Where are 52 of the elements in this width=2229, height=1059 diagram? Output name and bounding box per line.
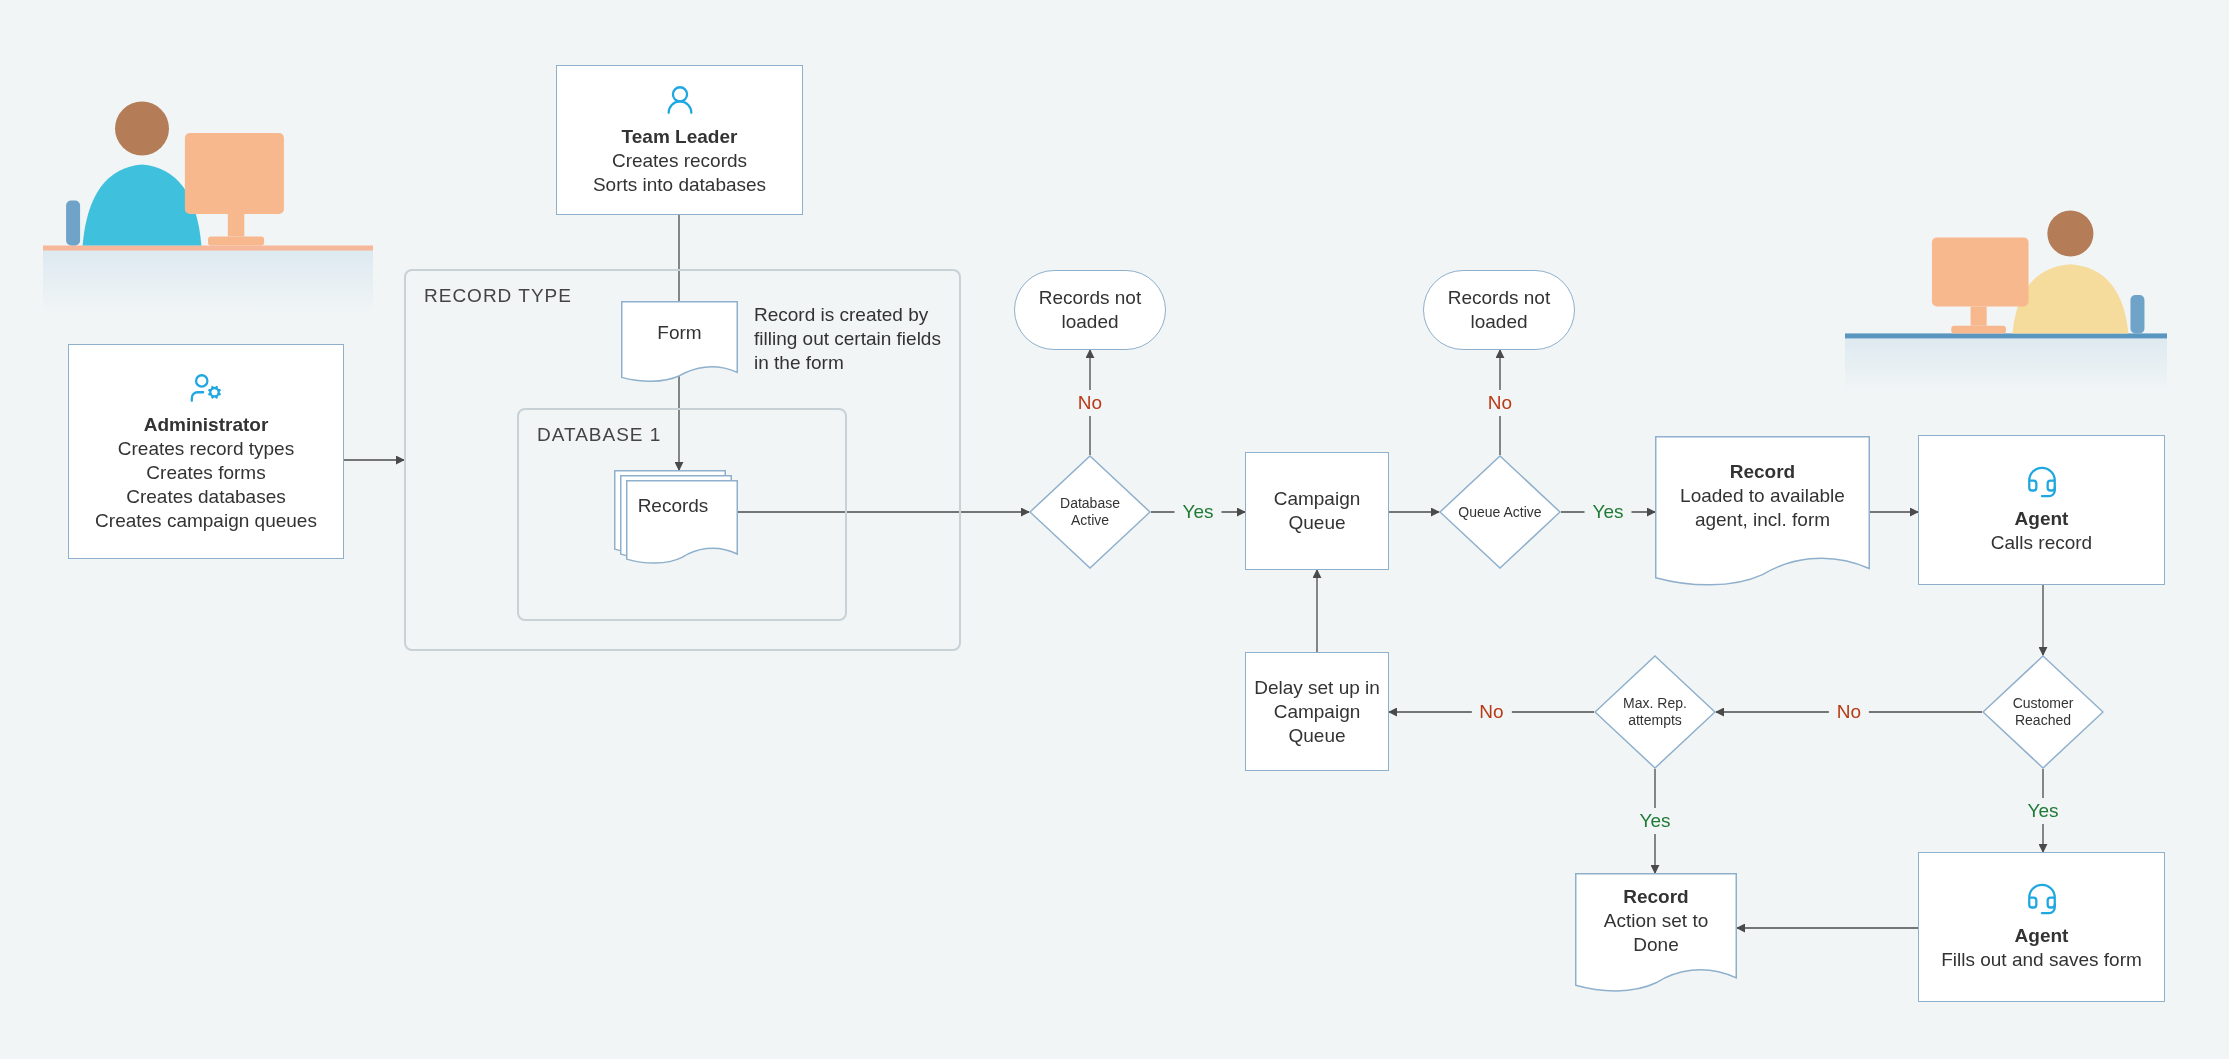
node-text: Creates forms (146, 460, 266, 485)
arrow (1869, 507, 1919, 517)
group-container (517, 408, 847, 621)
node-text: Action set to Done (1602, 908, 1710, 957)
process-box (556, 65, 803, 215)
multi-document-shape (614, 470, 738, 566)
group-container (404, 269, 961, 651)
node-text: Sorts into databases (592, 173, 767, 197)
group-title: DATABASE 1 (537, 424, 662, 446)
group-title: RECORD TYPE (424, 285, 572, 307)
process-box (1245, 652, 1389, 771)
node-text: Customer Reached (2011, 695, 2075, 729)
decision-diamond (1439, 455, 1561, 569)
node-text: Creates campaign queues (95, 508, 317, 533)
process-box (1918, 852, 2165, 1002)
process-box (68, 344, 344, 559)
node-text: Records (637, 494, 709, 518)
node-heading: Team Leader (621, 125, 738, 149)
node-text: Calls record (1990, 531, 2093, 555)
node-text: Form (657, 321, 702, 346)
node-text: Creates databases (126, 484, 286, 509)
node-text: Creates records (611, 149, 748, 173)
node-text: Loaded to available agent, incl. form (1679, 484, 1846, 533)
node-text: Queue Active (1458, 503, 1542, 521)
node-text: Database Active (1059, 495, 1121, 529)
process-box (1918, 435, 2165, 585)
process-box (1245, 452, 1389, 570)
node-heading: Administrator (143, 412, 269, 437)
arrow (1312, 569, 1322, 653)
decision-diamond (1982, 655, 2104, 769)
node-heading: Record (1729, 460, 1796, 485)
arrow (1736, 923, 1919, 933)
arrow (1388, 507, 1440, 517)
node-text: Max. Rep. attempts (1622, 695, 1688, 729)
connector-line (678, 214, 680, 302)
document-shape (1575, 873, 1737, 995)
node-text: Campaign Queue (1272, 487, 1362, 535)
decision-diamond (1594, 655, 1716, 769)
arrow (343, 455, 405, 465)
node-text: Delay set up in Campaign Queue (1253, 675, 1381, 748)
arrow (674, 375, 684, 471)
node-heading: Agent (2014, 924, 2069, 948)
node-text: Fills out and saves form (1941, 948, 2142, 972)
node-text: Creates record types (117, 436, 295, 461)
arrow (2038, 584, 2048, 656)
decision-diamond (1029, 455, 1151, 569)
node-text: Records not loaded (1446, 286, 1552, 334)
node-heading: Agent (2014, 507, 2069, 531)
annotation-text: Record is created by filling out certain fields in the form (754, 303, 942, 375)
arrow (737, 507, 1030, 517)
node-text: Records not loaded (1037, 286, 1143, 334)
node-heading: Record (1623, 884, 1689, 909)
